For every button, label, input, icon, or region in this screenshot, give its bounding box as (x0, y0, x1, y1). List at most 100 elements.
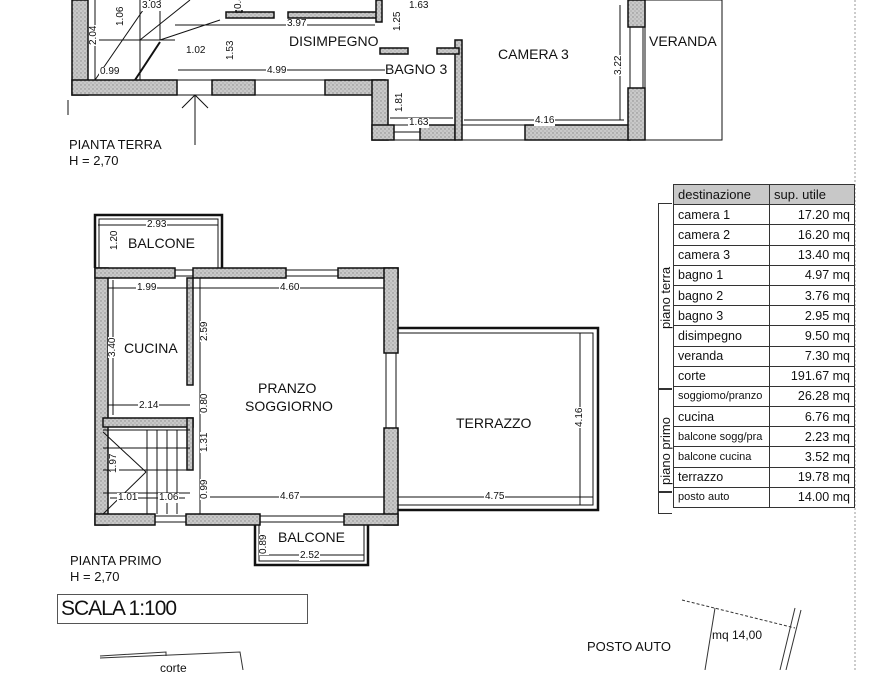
room-name: soggiomo/pranzo (673, 385, 770, 408)
group-piano-primo: piano primo (658, 389, 673, 493)
room-area: 16.20 mq (769, 224, 855, 246)
site-plan-lines (99, 599, 802, 670)
dimension: 1.02 (185, 45, 207, 56)
first-floor-walls (94, 267, 399, 526)
room-label-balcone-soggiorno: BALCONE (278, 529, 345, 545)
dimension: 0.99 (199, 478, 210, 500)
header-sup-utile: sup. utile (769, 183, 855, 206)
room-name: camera 1 (673, 204, 770, 226)
room-area: 6.76 mq (769, 406, 855, 428)
room-label-veranda: VERANDA (649, 33, 717, 49)
room-area: 26.28 mq (769, 385, 855, 408)
group-blank (658, 491, 672, 514)
posto-auto-area: mq 14,00 (712, 628, 763, 642)
room-area: 13.40 mq (769, 244, 855, 266)
dimension: 1.81 (394, 91, 405, 113)
dimension: 1.63 (408, 0, 430, 11)
dimension: 1.06 (115, 5, 126, 27)
dimension: 0.4 (233, 0, 244, 10)
dimension: 1.06 (158, 492, 180, 503)
room-area: 3.76 mq (769, 284, 855, 307)
dimension: 0.89 (258, 533, 269, 555)
dimension: 3.22 (613, 54, 624, 76)
group-label-piano-terra: piano terra (658, 266, 673, 329)
group-label-piano-primo: piano primo (658, 417, 673, 485)
ground-floor-walls (71, 0, 646, 141)
scale-label: SCALA 1:100 (57, 594, 308, 624)
corte-label: corte (160, 661, 187, 675)
posto-auto-label: POSTO AUTO (587, 639, 672, 654)
dimension: 1.01 (117, 492, 139, 503)
dimension: 2.14 (138, 400, 160, 411)
room-label-camera-3: CAMERA 3 (498, 46, 569, 62)
dimension: 2.59 (199, 320, 210, 342)
ground-floor-title: PIANTA TERRA H = 2,70 (69, 137, 162, 169)
room-name: bagno 2 (673, 284, 770, 307)
room-area: 9.50 mq (769, 325, 855, 347)
room-label-balcone-cucina: BALCONE (128, 235, 195, 251)
room-label-pranzo: PRANZO (258, 380, 317, 396)
room-name: terrazzo (673, 466, 770, 488)
dimension: 3.40 (107, 336, 118, 358)
dimension: 3.97 (286, 18, 308, 29)
dimension: 2.52 (299, 550, 321, 561)
room-area: 4.97 mq (769, 264, 855, 286)
room-name: balcone cucina (673, 446, 770, 468)
dimension: 4.99 (266, 65, 288, 76)
ground-floor-lines (67, 0, 856, 670)
dimension: 4.16 (574, 406, 585, 428)
ground-floor-height: H = 2,70 (69, 153, 119, 168)
dimension: 4.16 (534, 115, 556, 126)
dimension: 1.63 (408, 117, 430, 128)
room-name: camera 3 (673, 244, 770, 266)
room-area: 14.00 mq (769, 486, 855, 509)
room-area: 2.95 mq (769, 305, 855, 327)
room-name: veranda (673, 345, 770, 367)
dimension: 1.97 (108, 452, 119, 474)
dimension: 4.60 (279, 282, 301, 293)
room-area: 17.20 mq (769, 204, 855, 226)
room-area: 19.78 mq (769, 466, 855, 488)
room-name: disimpegno (673, 325, 770, 347)
room-area: 191.67 mq (769, 365, 855, 387)
room-label-cucina: CUCINA (124, 340, 178, 356)
first-floor-height: H = 2,70 (70, 569, 120, 584)
room-name: bagno 1 (673, 264, 770, 286)
room-name: bagno 3 (673, 305, 770, 327)
dimension: 1.99 (136, 282, 158, 293)
dimension: 1.53 (225, 39, 236, 61)
room-label-disimpegno: DISIMPEGNO (289, 33, 379, 49)
group-piano-terra: piano terra (658, 203, 673, 389)
room-name: cucina (673, 406, 770, 428)
dimension: 4.75 (484, 491, 506, 502)
room-area: 3.52 mq (769, 446, 855, 468)
room-label-bagno-3: BAGNO 3 (385, 61, 448, 77)
dimension: 0.80 (199, 392, 210, 414)
ground-floor-name: PIANTA TERRA (69, 137, 162, 152)
room-area: 7.30 mq (769, 345, 855, 367)
header-destinazione: destinazione (673, 183, 770, 206)
dimension: 2.93 (146, 219, 168, 230)
dimension: 1.25 (392, 10, 403, 32)
room-area: 2.23 mq (769, 426, 855, 448)
first-floor-title: PIANTA PRIMO H = 2,70 (70, 553, 162, 585)
dimension: 3.03 (141, 0, 163, 11)
dimension: 4.67 (279, 491, 301, 502)
dimension: 1.31 (199, 431, 210, 453)
room-label-soggiorno: SOGGIORNO (245, 398, 333, 414)
